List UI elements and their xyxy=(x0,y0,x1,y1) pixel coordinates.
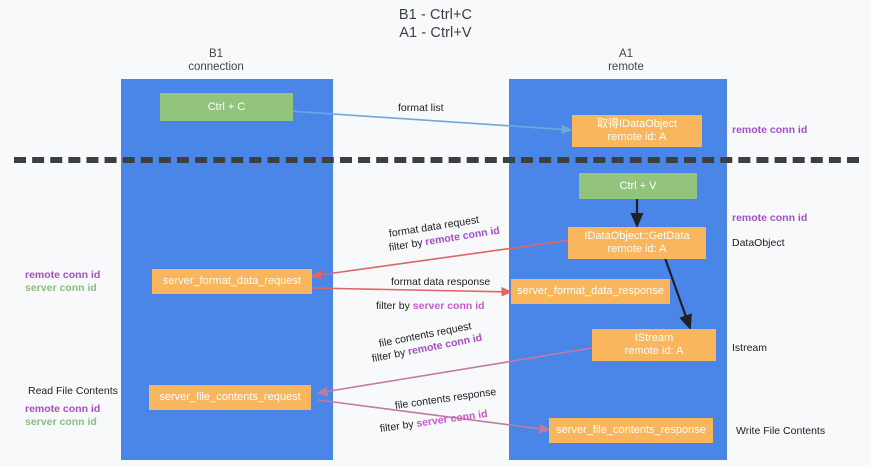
lane-header-a1: A1 remote xyxy=(546,48,706,74)
node-ctrl-c[interactable]: Ctrl + C xyxy=(160,93,293,121)
node-istream-line2: remote id: A xyxy=(624,345,684,357)
node-getdata[interactable]: IDataObject::GetData remote id: A xyxy=(568,227,706,259)
annotation-left-read-file-contents: Read File Contents xyxy=(28,385,118,397)
lane-a1-name: A1 xyxy=(618,48,634,60)
node-istream[interactable]: IStream remote id: A xyxy=(592,329,716,361)
edge-label-format-data-response-filter: filter by server conn id xyxy=(376,299,485,313)
node-ctrl-v[interactable]: Ctrl + V xyxy=(579,173,697,199)
node-server-file-contents-request[interactable]: server_file_contents_request xyxy=(149,385,311,410)
annotation-right-write-file-contents: Write File Contents xyxy=(736,425,826,437)
annotation-left-remote-conn-id-mid: remote conn id xyxy=(25,269,101,281)
filter-key-server-conn-id: server conn id xyxy=(412,300,485,312)
annotation-right-dataobject: DataObject xyxy=(732,237,785,249)
node-istream-line1: IStream xyxy=(634,332,674,344)
annotation-left-remote-conn-id-bot: remote conn id xyxy=(25,403,101,415)
annotation-right-istream: Istream xyxy=(732,342,768,354)
node-server-file-contents-response-label: server_file_contents_response xyxy=(556,424,706,436)
annotation-left-server-conn-id-mid: server conn id xyxy=(25,282,97,294)
filter-key-server-conn-id: server conn id xyxy=(415,407,489,430)
node-ctrl-c-label: Ctrl + C xyxy=(207,100,246,113)
page-title: B1 - Ctrl+C A1 - Ctrl+V xyxy=(0,6,871,42)
filter-prefix: filter by xyxy=(370,346,410,365)
title-line-1: B1 - Ctrl+C xyxy=(398,7,473,23)
edge-label-format-data-response-text: format data response xyxy=(391,276,491,288)
annotation-left-server-conn-id-bot: server conn id xyxy=(25,416,97,428)
lane-a1-sub: remote xyxy=(608,61,644,73)
edge-label-format-data-response: format data response xyxy=(391,275,490,289)
node-server-file-contents-request-label: server_file_contents_request xyxy=(159,391,301,403)
title-line-2: A1 - Ctrl+V xyxy=(399,25,472,41)
section-divider xyxy=(14,157,859,163)
node-server-file-contents-response[interactable]: server_file_contents_response xyxy=(549,418,713,443)
node-getdata-line1: IDataObject::GetData xyxy=(584,230,690,242)
annotation-right-remote-conn-id-mid: remote conn id xyxy=(732,212,808,224)
node-getdata-line2: remote id: A xyxy=(607,243,667,255)
node-idataobject[interactable]: 取得IDataObject remote id: A xyxy=(572,115,702,147)
lane-b1-name: B1 xyxy=(208,48,224,60)
edge-label-format-list: format list xyxy=(398,101,444,115)
node-server-format-data-response-label: server_format_data_response xyxy=(517,285,664,297)
node-ctrl-v-label: Ctrl + V xyxy=(619,179,657,192)
node-server-format-data-request[interactable]: server_format_data_request xyxy=(152,269,312,294)
lane-header-b1: B1 connection xyxy=(146,48,286,74)
edge-label-format-list-text: format list xyxy=(398,102,444,114)
node-idataobject-line2: remote id: A xyxy=(607,131,667,143)
node-server-format-data-response[interactable]: server_format_data_response xyxy=(511,279,670,304)
filter-prefix: filter by xyxy=(376,300,413,312)
annotation-right-remote-conn-id-top: remote conn id xyxy=(732,124,808,136)
filter-prefix: filter by xyxy=(379,417,418,435)
node-server-format-data-request-label: server_format_data_request xyxy=(162,275,302,287)
node-idataobject-line1: 取得IDataObject xyxy=(596,118,678,130)
lane-b1-sub: connection xyxy=(188,61,244,73)
